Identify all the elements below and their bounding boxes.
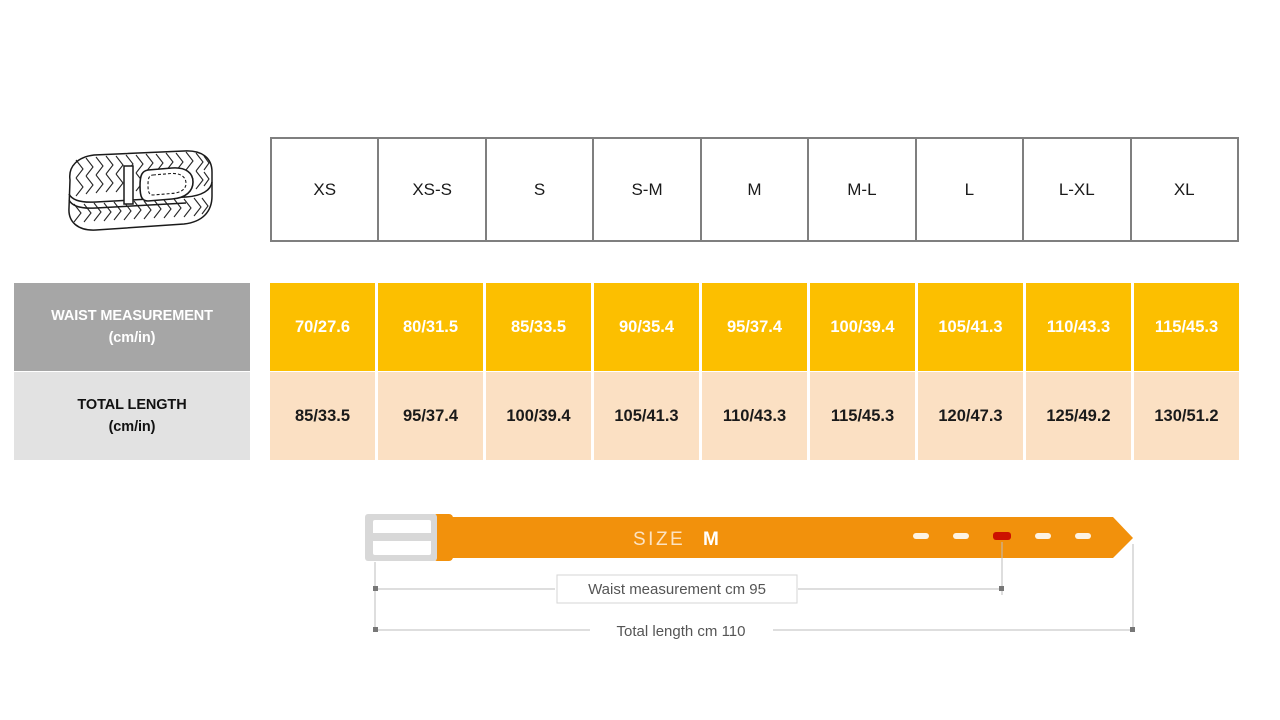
total-length-value-cell: 130/51.2	[1134, 372, 1239, 460]
waist-dimension-line: Waist measurement cm 95	[373, 574, 1004, 604]
size-header-cell: XS	[272, 139, 380, 240]
total-length-value-cell: 120/47.3	[918, 372, 1026, 460]
belt-hole-highlighted	[993, 532, 1011, 540]
size-header-cell: L-XL	[1024, 139, 1132, 240]
waist-value-cell: 100/39.4	[810, 283, 918, 371]
size-header-cell: L	[916, 139, 1025, 240]
belt-diagram-svg: SIZE M Waist measurement cm 95 Total len…	[365, 514, 1135, 640]
total-length-dimension-label: Total length cm 110	[617, 623, 746, 640]
belt-hole	[1075, 533, 1091, 539]
total-length-label-unit: (cm/in)	[108, 419, 156, 435]
belt-keeper-loop	[433, 514, 453, 561]
total-length-value-cell: 125/49.2	[1026, 372, 1134, 460]
waist-value-cell: 80/31.5	[378, 283, 486, 371]
total-length-value-cell: 115/45.3	[810, 372, 918, 460]
belt-hole	[953, 533, 969, 539]
braided-belt-icon	[68, 150, 213, 231]
waist-value-cells: 70/27.6 80/31.5 85/33.5 90/35.4 95/37.4 …	[270, 283, 1239, 371]
waist-label-title: WAIST MEASUREMENT	[51, 307, 213, 324]
waist-value-cell: 105/41.3	[918, 283, 1026, 371]
size-header-cell: XL	[1131, 139, 1239, 240]
total-length-value-cell: 105/41.3	[594, 372, 702, 460]
waist-value-cell: 95/37.4	[702, 283, 810, 371]
size-header-cell: S-M	[594, 139, 702, 240]
belt-size-caption-value: M	[703, 529, 719, 550]
waist-measurement-label: WAIST MEASUREMENT (cm/in)	[14, 283, 250, 371]
total-length-value-cells: 85/33.5 95/37.4 100/39.4 105/41.3 110/43…	[270, 372, 1239, 460]
waist-value-cell: 70/27.6	[270, 283, 378, 371]
belt-measurement-diagram: SIZE M Waist measurement cm 95 Total len…	[355, 500, 1155, 650]
belt-buckle-icon	[365, 514, 437, 561]
waist-label-unit: (cm/in)	[108, 330, 156, 346]
waist-dimension-label: Waist measurement cm 95	[588, 581, 766, 598]
total-length-value-cell: 85/33.5	[270, 372, 378, 460]
belt-size-caption-label: SIZE	[633, 529, 685, 550]
total-length-value-cell: 95/37.4	[378, 372, 486, 460]
waist-value-cell: 110/43.3	[1026, 283, 1134, 371]
belt-hole	[1035, 533, 1051, 539]
size-header-cell: M-L	[809, 139, 917, 240]
waist-value-cell: 90/35.4	[594, 283, 702, 371]
size-header-cell: S	[486, 139, 595, 240]
total-length-value-cell: 110/43.3	[702, 372, 810, 460]
belt-strap	[445, 517, 1133, 558]
total-length-label-title: TOTAL LENGTH	[77, 396, 187, 413]
waist-value-cell: 115/45.3	[1134, 283, 1239, 371]
size-header-cell: XS-S	[379, 139, 487, 240]
total-length-row: TOTAL LENGTH (cm/in) 85/33.5 95/37.4 100…	[14, 372, 1239, 460]
belt-hole	[913, 533, 929, 539]
total-length-value-cell: 100/39.4	[486, 372, 594, 460]
waist-value-cell: 85/33.5	[486, 283, 594, 371]
size-header-row: XS XS-S S S-M M M-L L L-XL XL	[270, 137, 1239, 242]
size-header-cell: M	[701, 139, 810, 240]
total-length-dimension-line: Total length cm 110	[373, 623, 1135, 640]
total-length-label: TOTAL LENGTH (cm/in)	[14, 372, 250, 460]
product-illustration	[52, 140, 224, 245]
waist-measurement-row: WAIST MEASUREMENT (cm/in) 70/27.6 80/31.…	[14, 283, 1239, 371]
belt-holes	[913, 532, 1091, 540]
